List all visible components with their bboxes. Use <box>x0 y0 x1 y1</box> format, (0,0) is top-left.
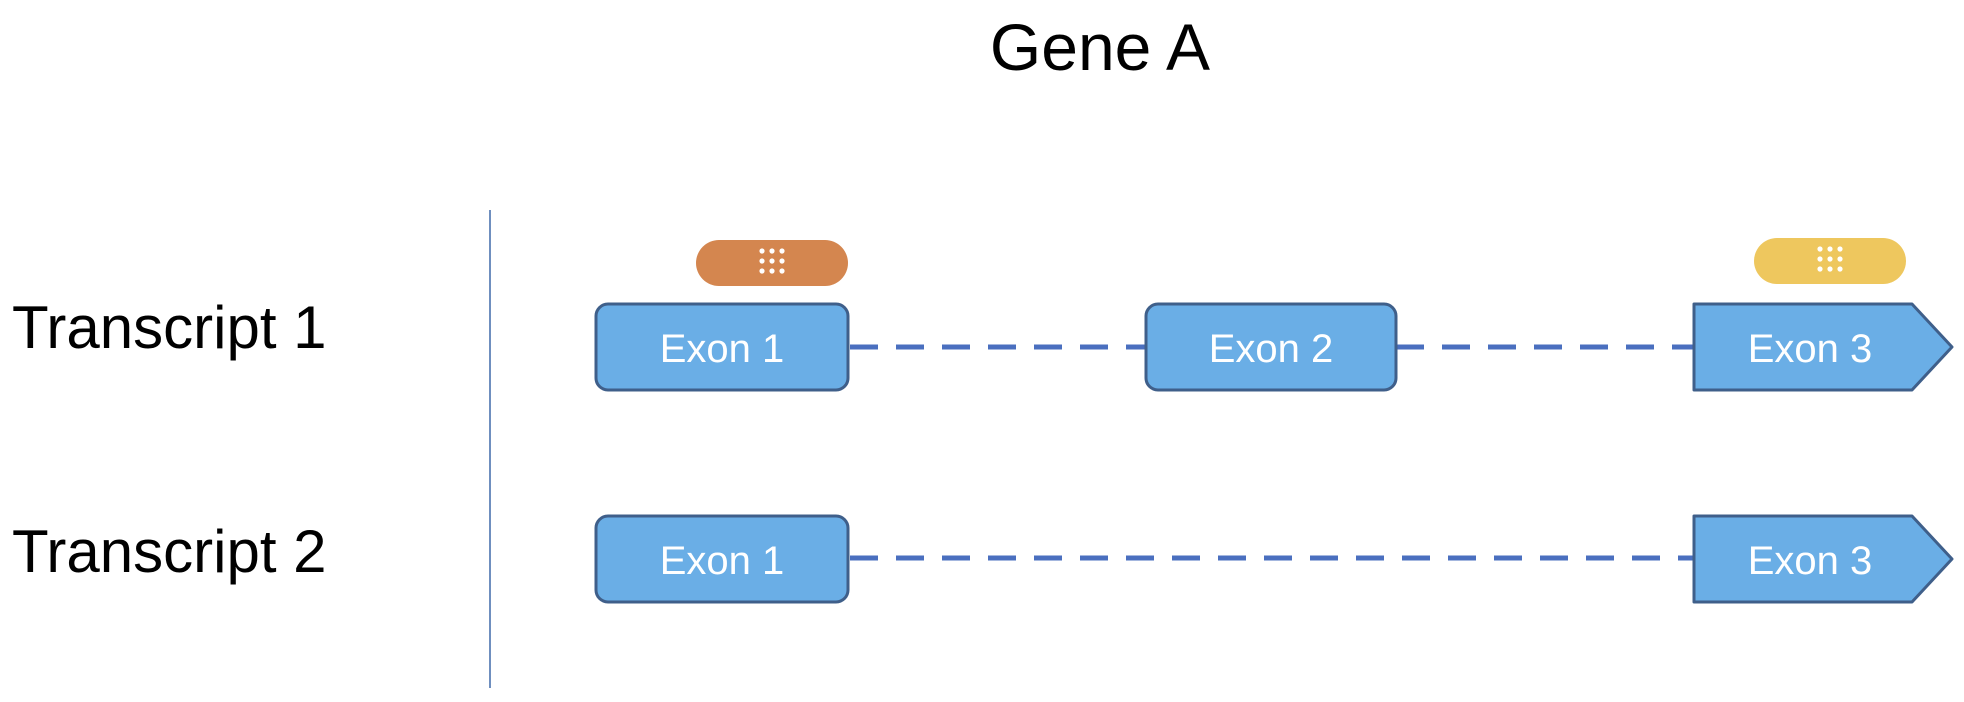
transcript-2-exon-3: Exon 3 <box>1692 514 1954 604</box>
exon-label: Exon 1 <box>660 539 785 583</box>
transcript-1-exon-3: Exon 3 <box>1692 302 1954 392</box>
transcript-2-exon-1: Exon 1 <box>594 514 850 604</box>
transcript-1-exon-2: Exon 2 <box>1144 302 1398 392</box>
transcript-1-label: Transcript 1 <box>12 294 327 361</box>
exon-label: Exon 3 <box>1748 539 1873 583</box>
transcript-1-exon-1: Exon 1 <box>594 302 850 392</box>
gene-title: Gene A <box>990 10 1210 84</box>
probe-yellow-icon <box>1754 238 1906 284</box>
transcript-2-label: Transcript 2 <box>12 518 327 585</box>
exon-label: Exon 2 <box>1209 327 1334 371</box>
exon-label: Exon 1 <box>660 327 785 371</box>
exon-label: Exon 3 <box>1748 327 1873 371</box>
probe-orange-icon <box>696 240 848 286</box>
